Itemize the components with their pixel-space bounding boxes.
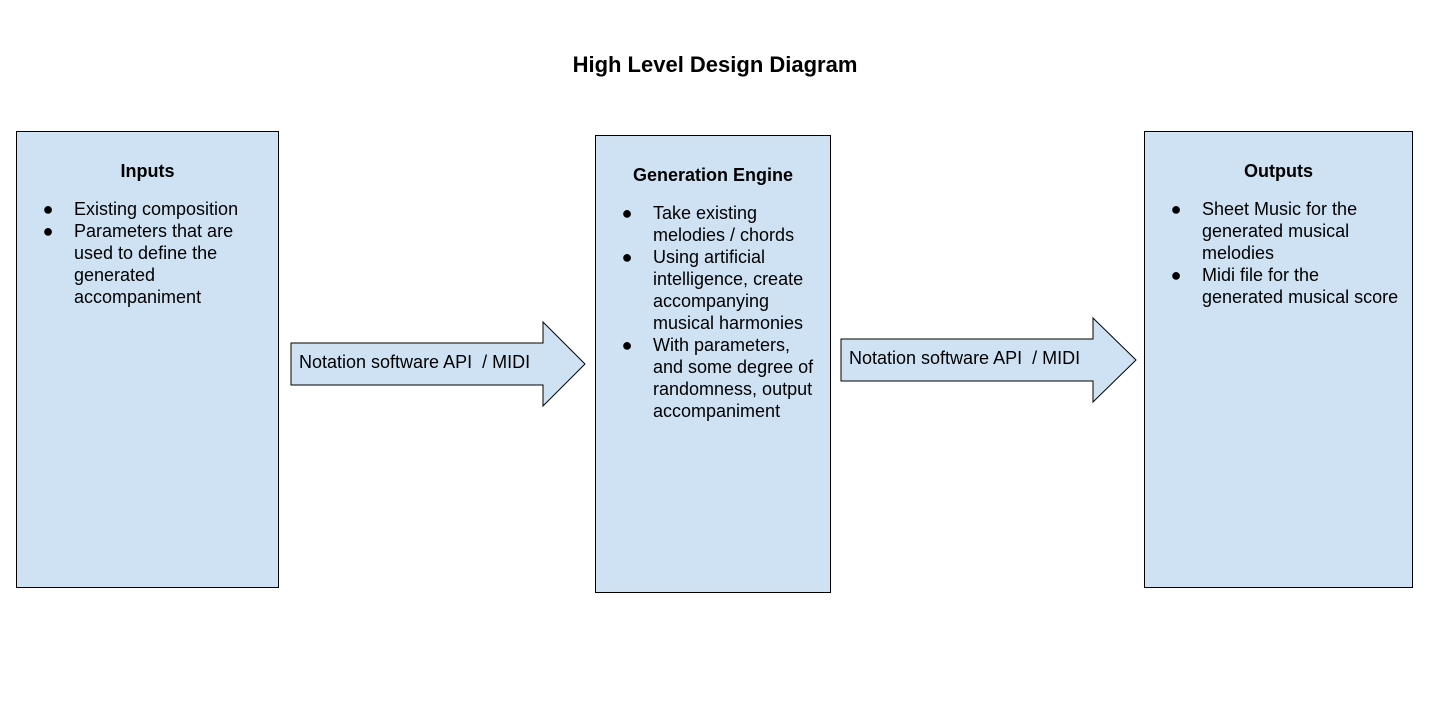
inputs-box-title: Inputs <box>120 161 175 181</box>
bullet-dot-icon: ● <box>42 199 54 219</box>
generation-engine-bullet-list: ● Take existing melodies / chords ● Usin… <box>596 202 830 422</box>
right-arrow-icon <box>840 317 1137 403</box>
inputs-bullet-item: ● Parameters that are used to define the… <box>17 220 278 308</box>
generation-engine-box-title: Generation Engine <box>632 165 794 185</box>
bullet-dot-icon: ● <box>621 203 633 223</box>
arrow-shape <box>840 317 1137 403</box>
generation-engine-bullet-item: ● Using artificial intelligence, create … <box>596 246 830 334</box>
flow-arrow-inputs-to-engine: Notation software API / MIDI <box>290 321 587 407</box>
outputs-bullet-text: Midi file for the generated musical scor… <box>1202 265 1399 307</box>
inputs-bullet-text: Parameters that are used to define the g… <box>74 221 234 307</box>
outputs-box: Outputs ● Sheet Music for the generated … <box>1144 131 1413 588</box>
generation-engine-bullet-item: ● Take existing melodies / chords <box>596 202 830 246</box>
bullet-dot-icon: ● <box>621 247 633 267</box>
arrow-label: Notation software API / MIDI <box>849 348 1081 368</box>
inputs-bullet-item: ● Existing composition <box>17 198 278 220</box>
bullet-dot-icon: ● <box>621 335 633 355</box>
inputs-box: Inputs ● Existing composition ● Paramete… <box>16 131 279 588</box>
inputs-bullet-list: ● Existing composition ● Parameters that… <box>17 198 278 308</box>
arrow-label: Notation software API / MIDI <box>299 352 531 372</box>
outputs-box-title: Outputs <box>1244 161 1313 181</box>
flow-arrow-engine-to-outputs: Notation software API / MIDI <box>840 317 1138 403</box>
generation-engine-bullet-text: Take existing melodies / chords <box>653 203 795 245</box>
outputs-bullet-list: ● Sheet Music for the generated musical … <box>1145 198 1412 308</box>
bullet-dot-icon: ● <box>1170 199 1182 219</box>
outputs-bullet-item: ● Midi file for the generated musical sc… <box>1145 264 1412 308</box>
generation-engine-bullet-text: Using artificial intelligence, create ac… <box>653 247 804 333</box>
bullet-dot-icon: ● <box>42 221 54 241</box>
arrow-shape <box>290 321 586 407</box>
generation-engine-bullet-text: With parameters, and some degree of rand… <box>653 335 814 421</box>
diagram-title: High Level Design Diagram <box>572 52 858 77</box>
bullet-dot-icon: ● <box>1170 265 1182 285</box>
inputs-bullet-text: Existing composition <box>74 199 239 219</box>
outputs-bullet-item: ● Sheet Music for the generated musical … <box>1145 198 1412 264</box>
outputs-bullet-text: Sheet Music for the generated musical me… <box>1202 199 1358 263</box>
right-arrow-icon <box>290 321 586 407</box>
generation-engine-box: Generation Engine ● Take existing melodi… <box>595 135 831 593</box>
generation-engine-bullet-item: ● With parameters, and some degree of ra… <box>596 334 830 422</box>
